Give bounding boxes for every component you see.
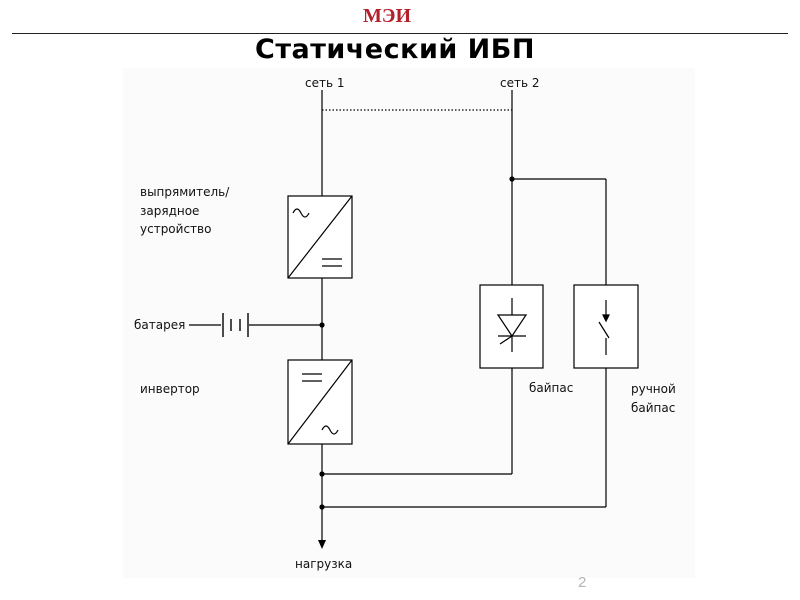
junction-dot <box>319 471 325 477</box>
inverter-label: инвертор <box>140 382 200 396</box>
junction-dot <box>319 504 325 510</box>
slide-title: Статический ИБП <box>255 34 535 65</box>
load-arrow <box>318 540 326 549</box>
mei-logo: МЭИ <box>363 5 411 27</box>
bypass-label: байпас <box>529 381 574 395</box>
rectifier-label: выпрямитель/ зарядное устройство <box>140 183 229 239</box>
battery-label: батарея <box>134 318 186 332</box>
bypass-thyristor-block <box>479 284 544 369</box>
manual-bypass-label-line: ручной <box>631 382 676 396</box>
circuit-lines <box>189 90 639 549</box>
rectifier-label-line: выпрямитель/ <box>140 185 230 199</box>
manual-bypass-label: ручной байпас <box>631 380 676 417</box>
logo-text: МЭИ <box>363 5 411 27</box>
load-label: нагрузка <box>295 557 353 571</box>
ups-diagram: сеть 1 сеть 2 выпрямитель/ зарядное устр… <box>123 68 695 578</box>
rectifier-label-line: зарядное <box>140 203 200 218</box>
junction-dot <box>509 176 515 182</box>
battery-symbol <box>222 313 249 337</box>
page-number: 2 <box>578 574 587 591</box>
manual-bypass-label-line: байпас <box>631 400 676 415</box>
header-divider <box>12 33 788 34</box>
inverter-block <box>287 359 353 445</box>
grid2-label: сеть 2 <box>500 76 540 90</box>
grid1-label: сеть 1 <box>305 76 345 90</box>
manual-bypass-switch-block <box>573 284 639 369</box>
rectifier-label-line: устройство <box>140 222 212 237</box>
rectifier-block <box>287 195 353 279</box>
junction-dot <box>319 322 325 328</box>
